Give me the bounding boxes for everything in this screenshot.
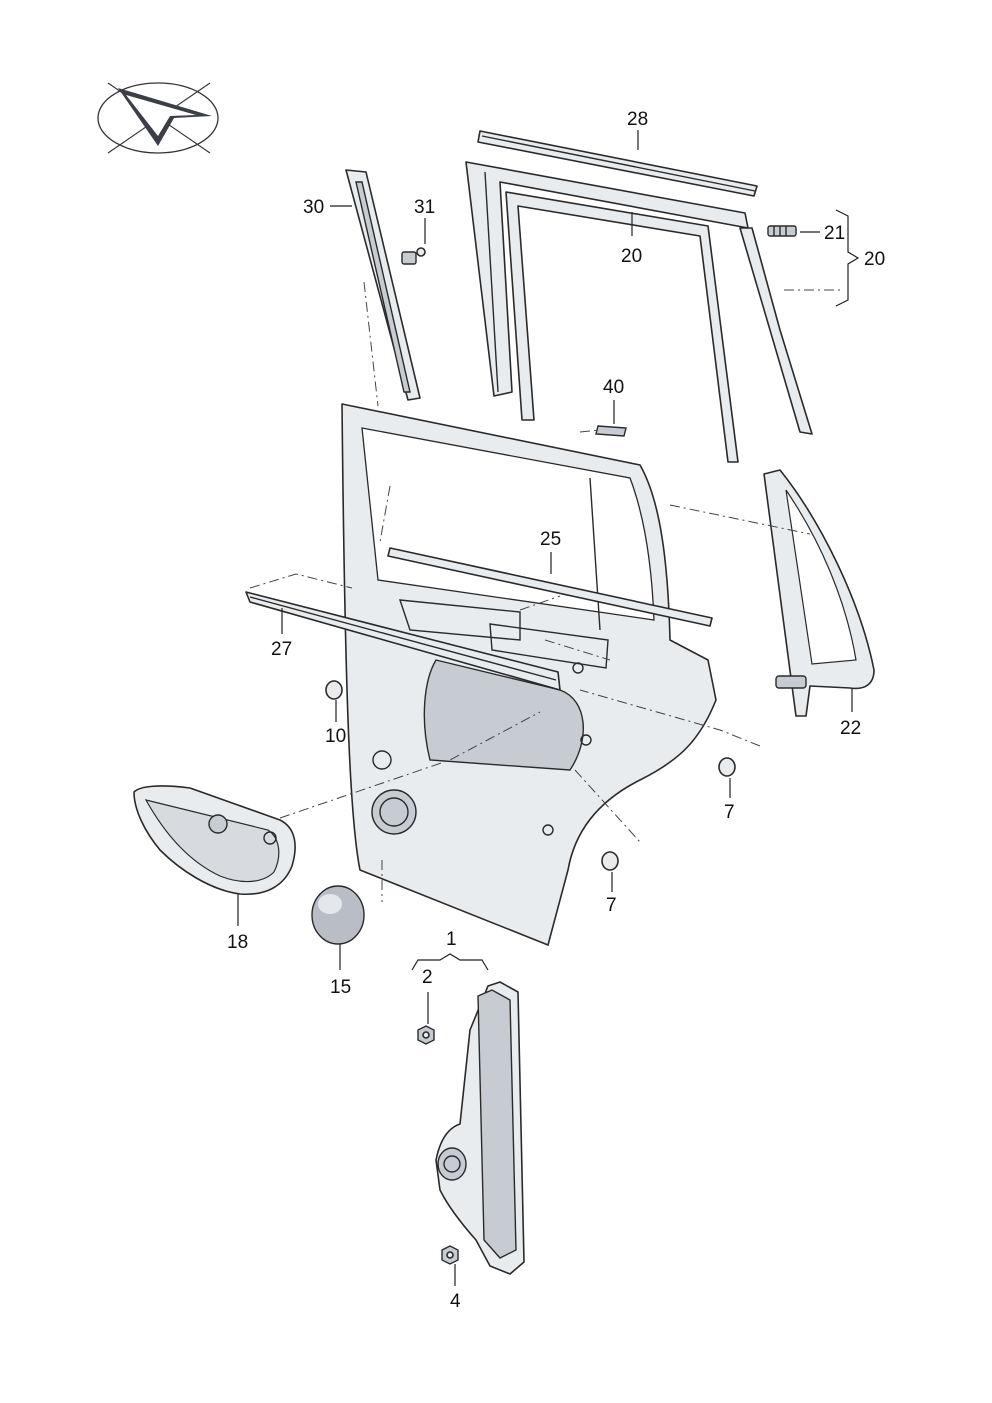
part-4-nut: [441, 1245, 459, 1265]
callout-40: 40: [603, 377, 624, 398]
callout-30: 30: [303, 197, 324, 218]
leader-lines: [237, 130, 853, 1286]
callout-2: 2: [422, 967, 433, 988]
part-10-plug: [325, 680, 343, 700]
part-7-plug-lower: [601, 851, 619, 871]
part-20-window-channel-frame: [465, 161, 813, 463]
part-22-quarter-frame: [763, 469, 875, 717]
callout-4: 4: [450, 1291, 461, 1312]
callout-25: 25: [540, 529, 561, 550]
callout-28: 28: [627, 109, 648, 130]
callout-1: 1: [446, 929, 457, 950]
callout-10: 10: [325, 726, 346, 747]
part-2-nut: [417, 1025, 435, 1045]
part-7-plug-upper: [718, 757, 736, 777]
part-1-window-regulator: [435, 981, 525, 1275]
part-21-guide-bolt: [767, 225, 797, 237]
callout-7-upper: 7: [724, 802, 735, 823]
callouts: 28 30 31 20 21 20 40 25 27 22 10 7 7 18 …: [227, 109, 885, 1312]
part-27-outer-belt-strip: [245, 591, 561, 691]
callout-31: 31: [414, 197, 435, 218]
assembly-lines: [249, 281, 842, 902]
callout-27: 27: [271, 639, 292, 660]
part-30-pillar-trim: [345, 169, 421, 401]
part-40-pad: [595, 425, 627, 437]
callout-22: 22: [840, 718, 861, 739]
callout-20-assembly: 20: [864, 249, 885, 270]
part-31-clip: [401, 247, 426, 265]
bracket-20: [835, 209, 860, 307]
callout-21: 21: [824, 223, 845, 244]
callout-18: 18: [227, 932, 248, 953]
bracket-1: [411, 953, 489, 971]
part-28-window-seal-strip: [477, 130, 758, 197]
callout-7-lower: 7: [606, 895, 617, 916]
part-25-inner-belt-strip: [387, 547, 713, 627]
callout-15: 15: [330, 977, 351, 998]
orientation-arrow-icon: [97, 82, 219, 154]
callout-20-frame: 20: [621, 246, 642, 267]
part-18-speaker-housing: [133, 785, 296, 896]
part-15-round-cover: [311, 885, 365, 945]
